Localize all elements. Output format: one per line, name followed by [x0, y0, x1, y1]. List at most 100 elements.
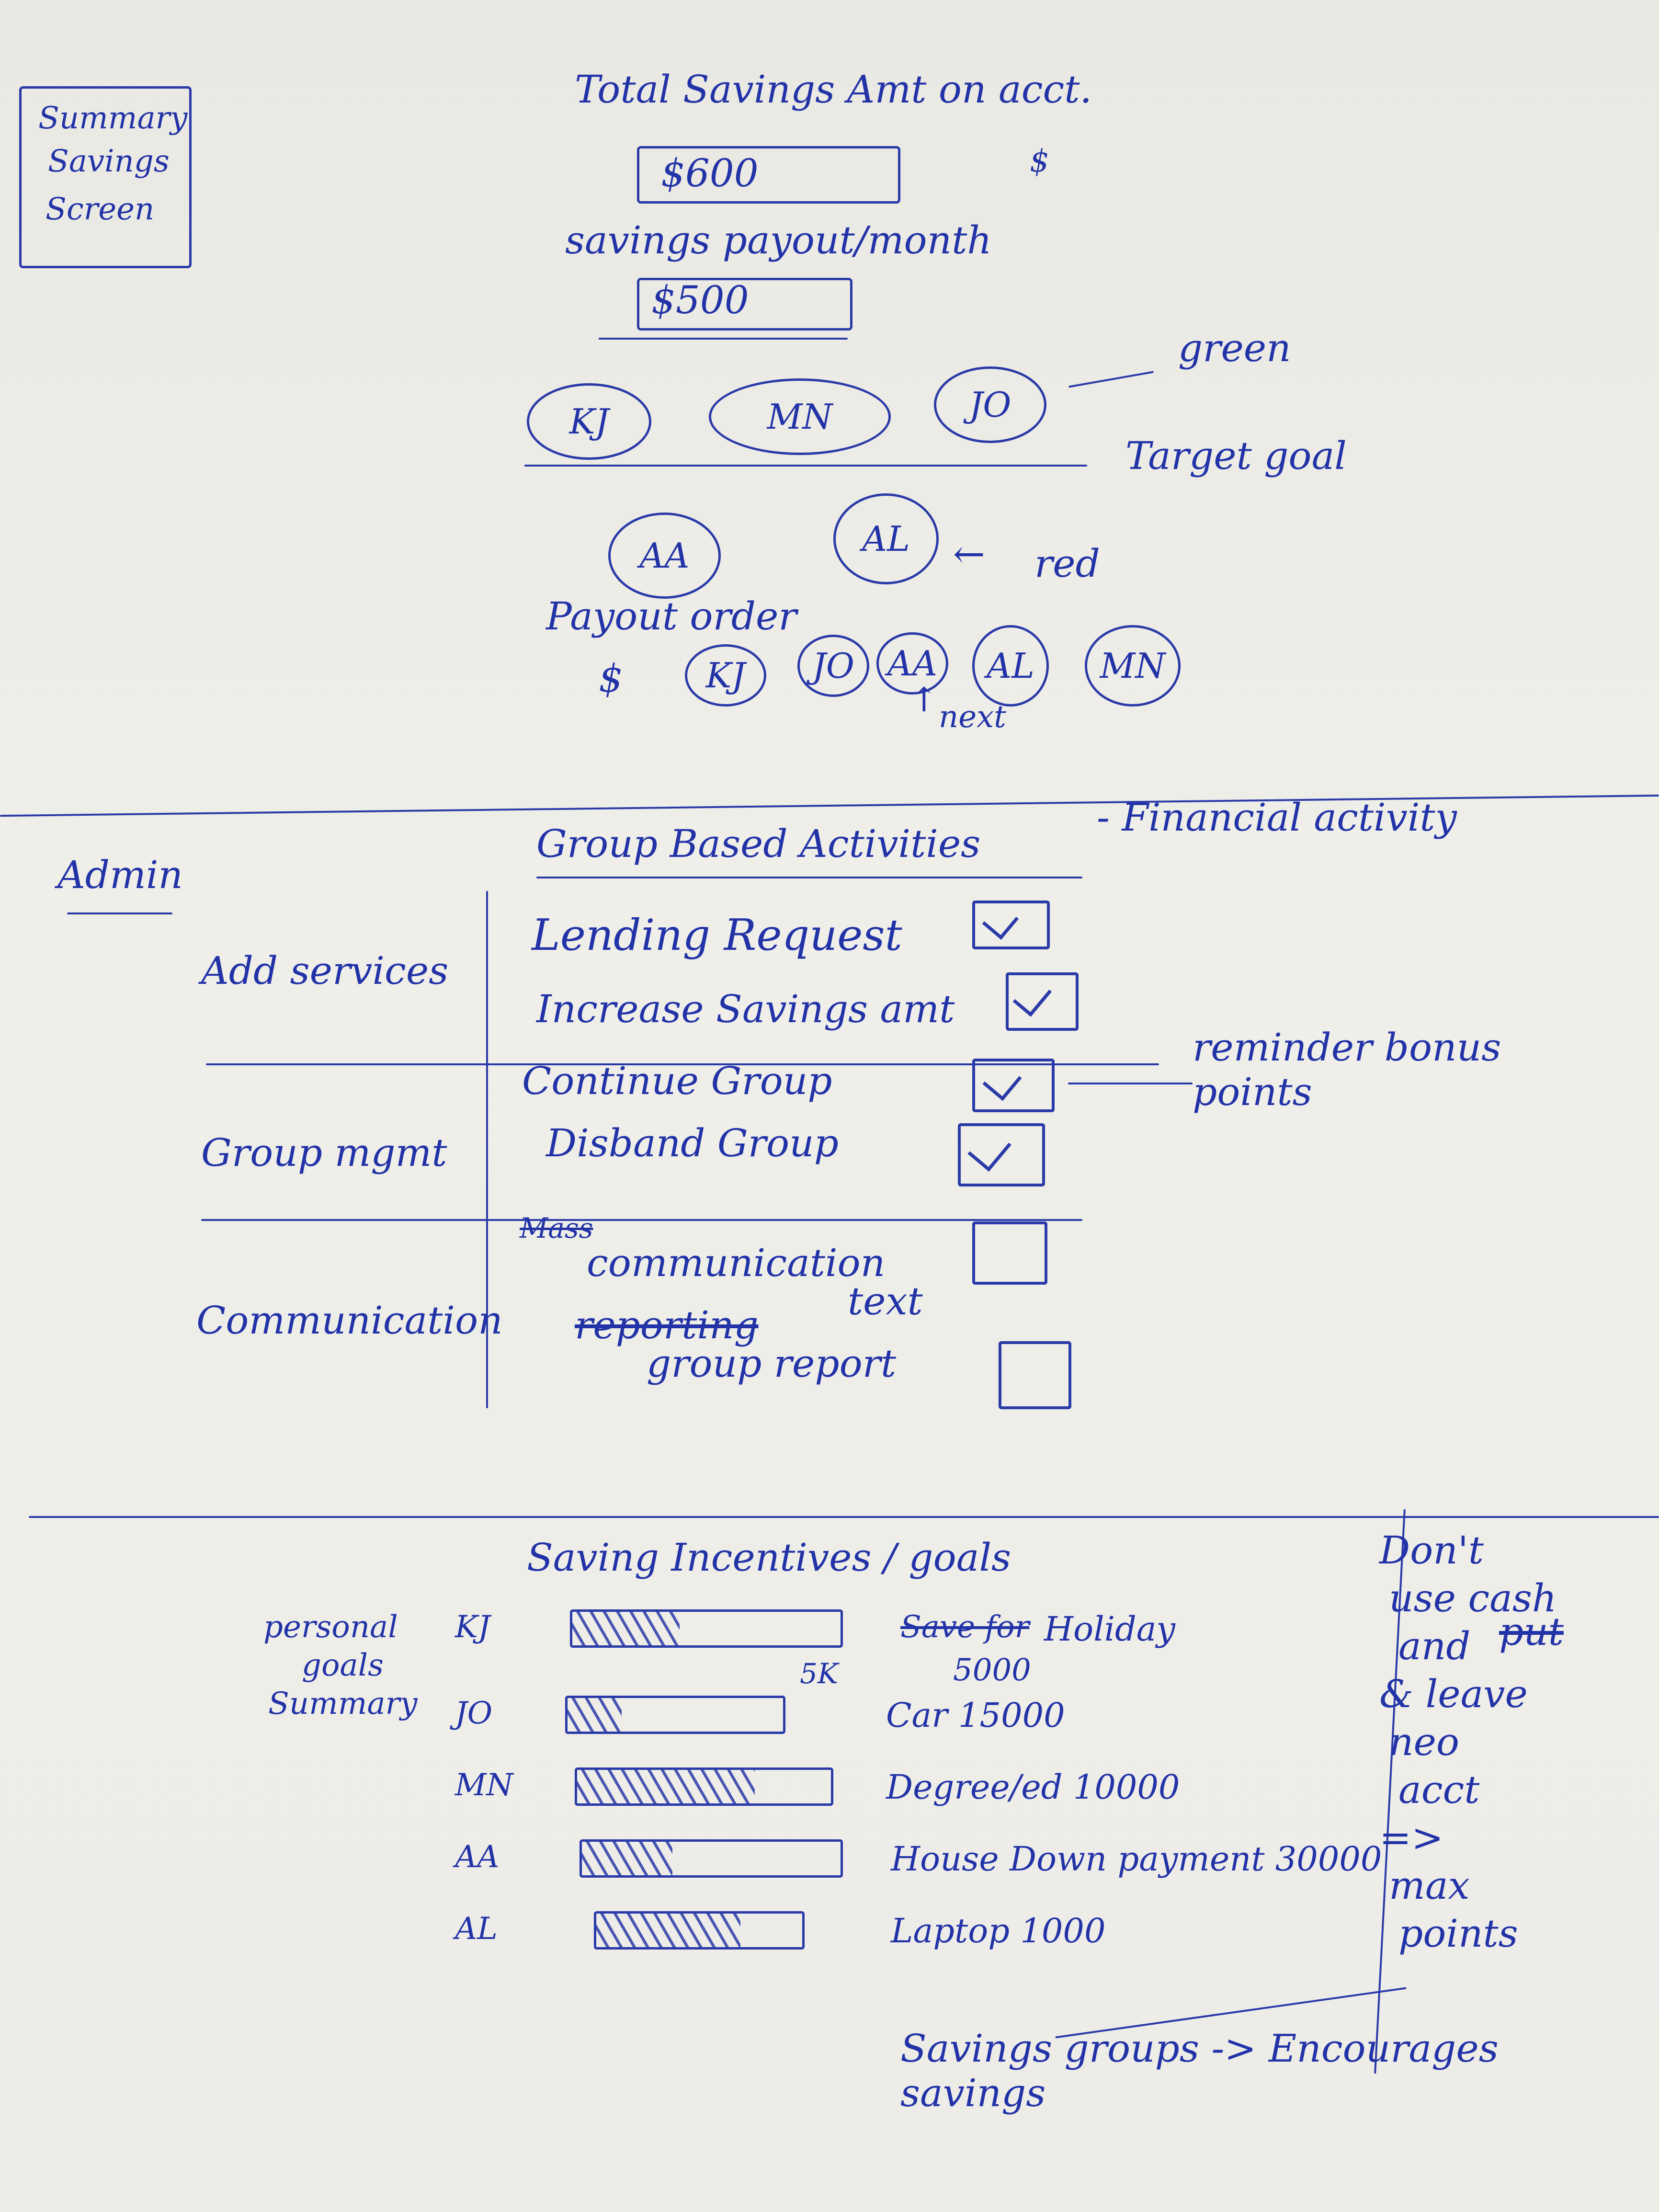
admin-label: Admin — [57, 853, 183, 897]
member-avatar-jo: JO — [934, 366, 1046, 443]
goal-member-mn: MN — [455, 1767, 513, 1803]
checkbox-lending-request[interactable] — [972, 901, 1050, 949]
side-note-line: neo — [1389, 1720, 1460, 1764]
side-note-line: points — [1398, 1911, 1518, 1956]
goal-label: Degree/ed 10000 — [886, 1767, 1180, 1807]
goal-member-jo: JO — [455, 1696, 493, 1731]
total-savings-value: $600 — [661, 151, 759, 195]
checkbox-increase-savings[interactable] — [1006, 972, 1079, 1031]
item-group-report: group report — [647, 1341, 897, 1386]
total-savings-field — [637, 146, 900, 204]
red-note: red — [1034, 541, 1100, 586]
goal-progress-fill — [572, 1612, 680, 1645]
bottom-note: Savings groups -> Encourages savings — [900, 2026, 1499, 2115]
item-mass-struck: Mass — [520, 1212, 593, 1244]
item-continue-group: Continue Group — [522, 1059, 832, 1103]
screen-label-line-2: Savings — [48, 144, 170, 179]
target-goal-note: Target goal — [1125, 433, 1347, 478]
admin-table-divider — [486, 891, 488, 1408]
screen-label-line-3: Screen — [45, 192, 155, 227]
next-note: next — [939, 699, 1006, 735]
admin-row-divider-2 — [201, 1219, 1082, 1221]
dollar-sign-icon: $ — [1030, 144, 1049, 179]
saving-incentives-title: Saving Incentives / goals — [527, 1535, 1011, 1580]
payout-order-mn: MN — [1085, 625, 1181, 707]
goal-amount: 5000 — [953, 1653, 1031, 1688]
target-goal-line — [524, 465, 1087, 467]
goal-progress-bar — [570, 1609, 843, 1648]
goal-progress-bar — [580, 1839, 843, 1878]
payout-order-label: Payout order — [546, 594, 797, 639]
goal-member-al: AL — [455, 1911, 498, 1947]
goal-progress-bar — [594, 1911, 805, 1950]
member-avatar-mn: MN — [709, 378, 891, 455]
side-note-line: & leave — [1379, 1672, 1528, 1716]
goal-progress-fill — [577, 1770, 755, 1803]
payout-underline — [599, 338, 848, 340]
checkbox-continue-group[interactable] — [972, 1059, 1055, 1112]
category-communication: Communication — [196, 1298, 503, 1343]
goal-label: Holiday — [1044, 1609, 1176, 1649]
reminder-note: reminder bonus points — [1193, 1025, 1501, 1114]
payout-field — [637, 278, 852, 331]
payout-value: $500 — [651, 278, 749, 322]
side-note-line: max — [1389, 1863, 1470, 1908]
item-reporting-struck: reporting — [575, 1303, 759, 1347]
category-group-mgmt: Group mgmt — [201, 1130, 447, 1175]
item-lending-request: Lending Request — [532, 910, 902, 960]
goal-label: Car 15000 — [886, 1696, 1065, 1735]
group-activities-title: Group Based Activities — [536, 821, 981, 866]
side-note-line: acct — [1398, 1767, 1480, 1812]
section-divider-2 — [29, 1516, 1659, 1518]
category-add-services: Add services — [201, 948, 449, 993]
checkbox-disband-group[interactable] — [958, 1123, 1045, 1186]
payout-order-kj: KJ — [685, 644, 766, 707]
goal-under-note: 5K — [800, 1657, 839, 1690]
goal-progress-fill — [568, 1698, 622, 1732]
green-arrow-line — [1068, 371, 1154, 388]
member-avatar-aa-red: AA — [608, 513, 721, 599]
item-disband-group: Disband Group — [546, 1121, 839, 1165]
item-communication: communication — [587, 1241, 886, 1285]
next-arrow-icon: ↑ — [910, 680, 938, 719]
side-note-line: use cash — [1389, 1576, 1557, 1620]
group-activities-suffix: - Financial activity — [1097, 795, 1457, 840]
side-note-line: and — [1398, 1624, 1471, 1668]
checkbox-group-report[interactable] — [999, 1341, 1071, 1409]
personal-goals-label-3: Summary — [268, 1686, 418, 1722]
member-avatar-kj: KJ — [527, 383, 651, 460]
screen-label-line-1: Summary — [38, 101, 188, 136]
personal-goals-label-1: personal — [263, 1609, 398, 1645]
goal-progress-fill — [582, 1842, 672, 1875]
admin-underline — [67, 912, 172, 914]
payout-label: savings payout/month — [565, 218, 992, 262]
personal-goals-label-2: goals — [302, 1648, 384, 1683]
item-text: text — [848, 1279, 923, 1323]
total-savings-label: Total Savings Amt on acct. — [575, 67, 1092, 112]
goal-progress-bar — [575, 1767, 833, 1806]
goal-progress-fill — [596, 1914, 740, 1947]
side-note-line: => — [1379, 1815, 1444, 1860]
payout-order-aa: AA — [876, 632, 948, 695]
green-note: green — [1178, 326, 1291, 370]
payout-dollar-icon: $ — [599, 656, 623, 701]
goal-member-aa: AA — [455, 1839, 500, 1875]
admin-row-divider-1 — [206, 1063, 1159, 1065]
checkbox-communication[interactable] — [972, 1221, 1047, 1285]
goal-progress-bar — [565, 1696, 785, 1734]
side-note-line: Don't — [1379, 1528, 1484, 1573]
goal-struck-text: Save for — [900, 1609, 1030, 1645]
screen-label-box — [19, 86, 192, 268]
item-increase-savings: Increase Savings amt — [536, 987, 955, 1031]
red-arrow-icon: ← — [953, 532, 986, 576]
goal-label: Laptop 1000 — [891, 1911, 1106, 1950]
goal-member-kj: KJ — [455, 1609, 490, 1645]
reminder-arrow-line — [1068, 1083, 1193, 1084]
member-avatar-al-red: AL — [833, 493, 939, 584]
payout-order-al: AL — [972, 625, 1049, 707]
group-activities-underline — [536, 877, 1082, 878]
side-note-struck-word: put — [1499, 1609, 1564, 1654]
payout-order-jo: JO — [797, 635, 869, 697]
